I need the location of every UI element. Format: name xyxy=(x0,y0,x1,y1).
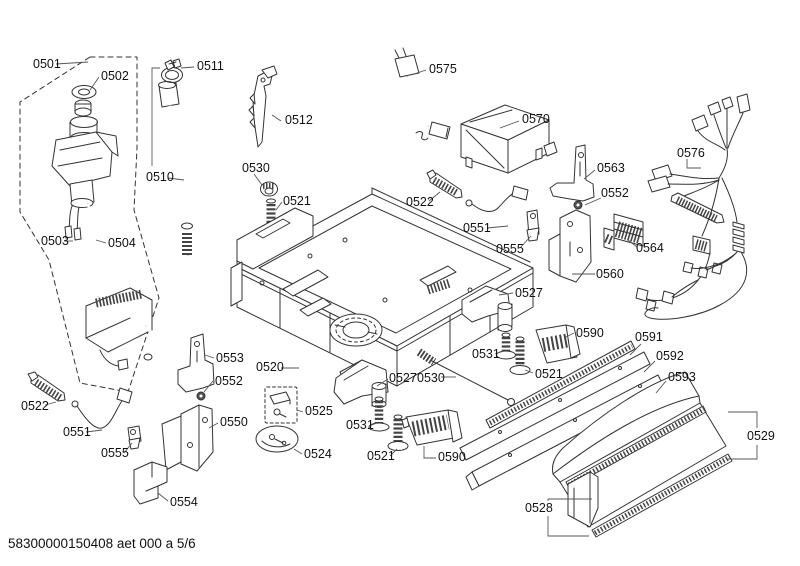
sensor-wire-left xyxy=(72,388,132,428)
screw-0531-right xyxy=(497,333,516,359)
fitting-disc-0524 xyxy=(256,426,298,452)
nut-0530-top xyxy=(261,182,278,196)
screw-0521-right xyxy=(510,337,530,375)
bracket-0553-left xyxy=(178,334,214,392)
clip-part-right xyxy=(527,210,539,241)
mesh-grid-0564 xyxy=(604,214,643,250)
bracket-0563 xyxy=(550,145,594,201)
clip-0552-right xyxy=(574,201,582,209)
drain-hose xyxy=(159,82,227,263)
power-cord xyxy=(395,48,450,140)
clip-0552-left xyxy=(197,392,205,400)
sensor-wire-right xyxy=(466,186,528,211)
mounting-rail xyxy=(249,66,277,147)
vent-strip-right xyxy=(427,170,462,198)
bracket-0554 xyxy=(134,462,167,504)
control-module xyxy=(461,105,557,173)
vent-grille-center xyxy=(402,410,462,445)
screw-0531-center xyxy=(369,397,389,431)
leader-lines xyxy=(45,62,757,536)
inlet-valve-parts xyxy=(52,86,118,297)
document-number: 58300000150408 aet 000 a 5/6 xyxy=(8,536,196,551)
small-parts-kit-0525 xyxy=(265,387,297,423)
vent-strip-left xyxy=(28,372,65,401)
vent-grille-right xyxy=(536,325,580,363)
plinth-panel-assembly xyxy=(552,372,732,537)
aquastop-unit xyxy=(86,288,155,370)
foot-0527-right xyxy=(462,286,512,332)
clip-part-left xyxy=(128,426,141,449)
screw-0521-center xyxy=(388,415,408,451)
plinth-rails xyxy=(460,341,665,490)
adjusting-spindle-0530 xyxy=(419,352,515,406)
hose-clamp xyxy=(162,59,183,83)
bracket-0550 xyxy=(162,405,213,471)
bracket-0560 xyxy=(549,210,591,282)
cable-harness xyxy=(636,94,750,319)
